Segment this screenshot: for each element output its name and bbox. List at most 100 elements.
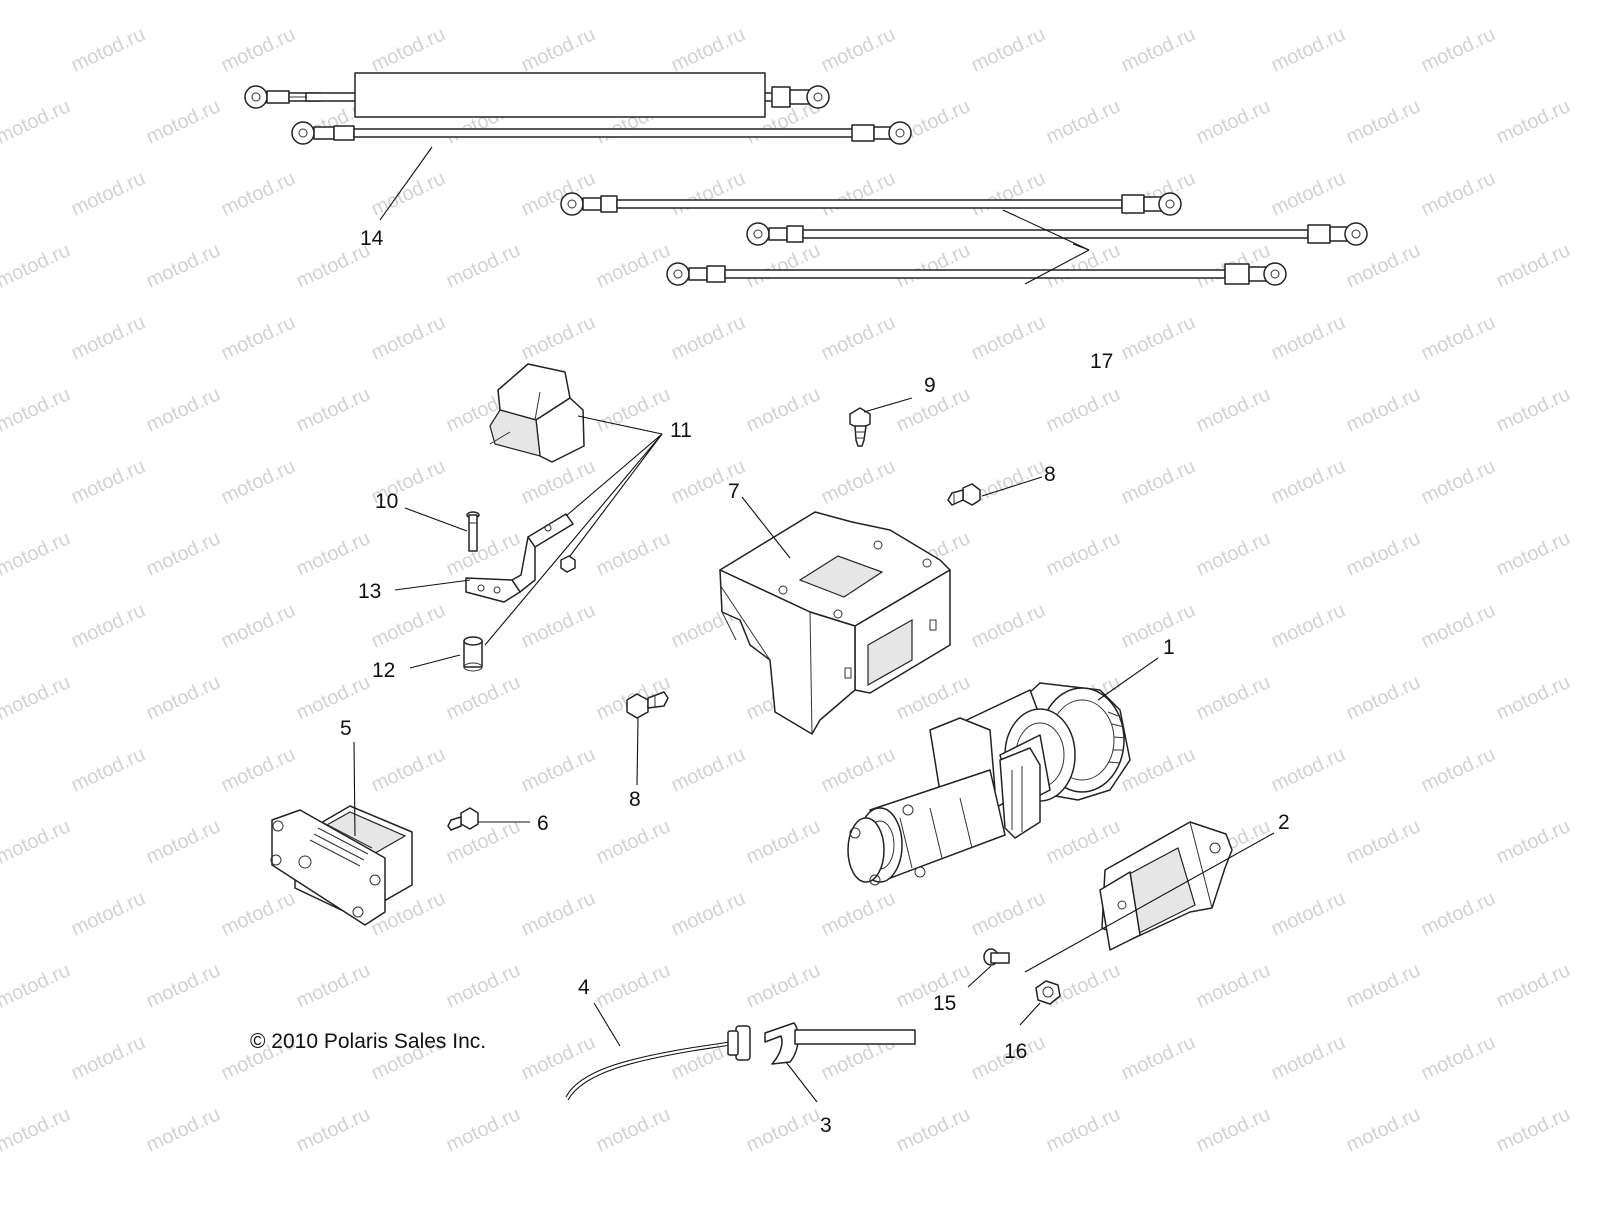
watermark-text: motod.ru: [1343, 815, 1424, 868]
watermark-text: motod.ru: [1193, 383, 1274, 436]
watermark-text: motod.ru: [1043, 0, 1124, 5]
copyright-notice: © 2010 Polaris Sales Inc.: [250, 1030, 486, 1053]
callout-5: 5: [340, 717, 352, 740]
watermark-text: motod.ru: [1268, 743, 1349, 796]
watermark-text: motod.ru: [1118, 743, 1199, 796]
watermark-text: motod.ru: [1268, 1031, 1349, 1084]
watermark-text: motod.ru: [1118, 23, 1199, 76]
watermark-text: motod.ru: [1268, 311, 1349, 364]
watermark-text: motod.ru: [743, 815, 824, 868]
fairlead-bracket-2: [1099, 821, 1233, 951]
hook-3: [727, 1022, 916, 1065]
callout-12: 12: [372, 659, 395, 682]
watermark-text: motod.ru: [218, 167, 299, 220]
watermark-text: motod.ru: [1493, 95, 1574, 148]
watermark-text: motod.ru: [818, 167, 899, 220]
callout-3: 3: [820, 1114, 832, 1137]
watermark-text: motod.ru: [818, 311, 899, 364]
watermark-text: motod.ru: [1343, 0, 1424, 5]
watermark-text: motod.ru: [0, 239, 74, 292]
winch-mount-7: [719, 511, 951, 735]
watermark-text: motod.ru: [143, 239, 224, 292]
watermark-text: motod.ru: [1193, 95, 1274, 148]
watermark-text: motod.ru: [1343, 671, 1424, 724]
watermark-text: motod.ru: [743, 0, 824, 5]
watermark-text: motod.ru: [143, 1103, 224, 1156]
watermark-text: motod.ru: [1193, 671, 1274, 724]
watermark-text: motod.ru: [593, 959, 674, 1012]
watermark-text: motod.ru: [593, 815, 674, 868]
watermark-text: motod.ru: [1343, 95, 1424, 148]
watermark-text: motod.ru: [1343, 383, 1424, 436]
watermark-text: motod.ru: [293, 1103, 374, 1156]
watermark-text: motod.ru: [143, 95, 224, 148]
watermark-text: motod.ru: [1493, 1103, 1574, 1156]
watermark-text: motod.ru: [1418, 455, 1499, 508]
watermark-text: motod.ru: [743, 383, 824, 436]
watermark-text: motod.ru: [818, 455, 899, 508]
watermark-text: motod.ru: [668, 311, 749, 364]
callout-14: 14: [360, 227, 384, 250]
watermark-text: motod.ru: [143, 959, 224, 1012]
callout-13: 13: [358, 580, 381, 603]
watermark-text: motod.ru: [1343, 527, 1424, 580]
watermark-text: motod.ru: [593, 0, 674, 5]
watermark-text: motod.ru: [0, 0, 74, 5]
nut-small: [560, 555, 576, 573]
watermark-text: motod.ru: [1268, 599, 1349, 652]
watermark-text: motod.ru: [143, 527, 224, 580]
watermark-text: motod.ru: [668, 887, 749, 940]
callout-10: 10: [375, 490, 398, 513]
leader-lines: [353, 146, 1275, 1103]
watermark-text: motod.ru: [1493, 0, 1574, 5]
callout-8-lower: 8: [629, 788, 641, 811]
watermark-text: motod.ru: [293, 0, 374, 5]
watermark-text: motod.ru: [368, 23, 449, 76]
callout-9: 9: [924, 374, 936, 397]
watermark-text: motod.ru: [593, 383, 674, 436]
watermark-text: motod.ru: [293, 959, 374, 1012]
callout-16: 16: [1004, 1040, 1027, 1063]
watermark-text: motod.ru: [518, 887, 599, 940]
callout-6: 6: [537, 812, 549, 835]
watermark-text: motod.ru: [743, 239, 824, 292]
watermark-text: motod.ru: [143, 0, 224, 5]
callout-8-upper: 8: [1044, 463, 1056, 486]
watermark-text: motod.ru: [893, 671, 974, 724]
screw-9: [849, 407, 871, 447]
watermark-text: motod.ru: [968, 311, 1049, 364]
watermark-text: motod.ru: [68, 1031, 149, 1084]
watermark-text: motod.ru: [0, 959, 74, 1012]
winch-cable-4: [565, 1039, 746, 1101]
watermark-text: motod.ru: [1118, 455, 1199, 508]
watermark-text: motod.ru: [1343, 239, 1424, 292]
callout-17: 17: [1090, 350, 1113, 373]
watermark-text: motod.ru: [0, 95, 74, 148]
bolt-15: [983, 948, 1010, 966]
watermark-text: motod.ru: [1418, 167, 1499, 220]
watermark-text: motod.ru: [668, 23, 749, 76]
watermark-text: motod.ru: [218, 23, 299, 76]
watermark-text: motod.ru: [968, 887, 1049, 940]
watermark-text: motod.ru: [68, 599, 149, 652]
watermark-text: motod.ru: [743, 1103, 824, 1156]
watermark-text: motod.ru: [443, 0, 524, 5]
watermark-text: motod.ru: [1418, 743, 1499, 796]
watermark-text: motod.ru: [518, 311, 599, 364]
watermark-text: motod.ru: [1418, 23, 1499, 76]
watermark-text: motod.ru: [443, 239, 524, 292]
watermark-text: motod.ru: [518, 167, 599, 220]
watermark-text: motod.ru: [593, 527, 674, 580]
callout-15: 15: [933, 992, 956, 1015]
watermark-text: motod.ru: [443, 959, 524, 1012]
watermark-text: motod.ru: [518, 23, 599, 76]
watermark-text: motod.ru: [1418, 1031, 1499, 1084]
watermark-text: motod.ru: [1418, 887, 1499, 940]
watermark-text: motod.ru: [1268, 455, 1349, 508]
watermark-text: motod.ru: [893, 239, 974, 292]
bolt-6: [447, 807, 479, 831]
watermark-text: motod.ru: [1043, 1103, 1124, 1156]
watermark-text: motod.ru: [593, 239, 674, 292]
winch-1: [847, 682, 1131, 886]
